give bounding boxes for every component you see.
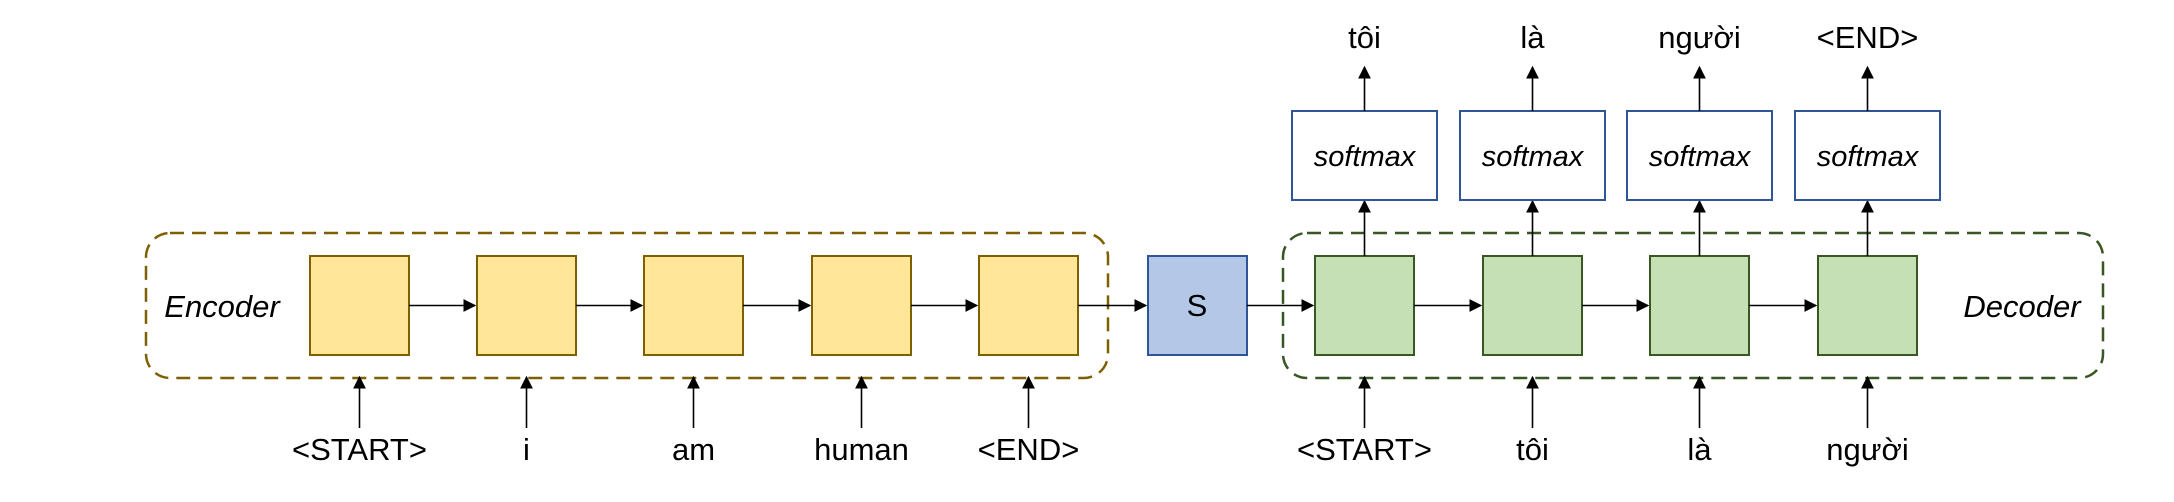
softmax-box [1291, 110, 1438, 201]
encoder-input-token: human [814, 432, 909, 467]
softmax-label: softmax [1817, 141, 1920, 173]
state: S [1147, 255, 1248, 356]
decoder-output-token: là [1520, 20, 1545, 55]
encoder-cell [643, 255, 744, 356]
decoder-label: Decoder [1963, 289, 2082, 324]
encoder-input-token: <START> [292, 432, 427, 467]
state-cell [1147, 255, 1248, 356]
decoder-input-token: người [1826, 432, 1908, 467]
decoder-input-token: là [1687, 432, 1712, 467]
encoder-cell [811, 255, 912, 356]
softmax-box [1794, 110, 1941, 201]
state-label: S [1187, 288, 1208, 323]
softmax-label: softmax [1649, 141, 1752, 173]
encoder-input-token: i [523, 432, 530, 467]
decoder-cell [1314, 255, 1415, 356]
encoder-input-token: am [672, 432, 715, 467]
softmax-label: softmax [1482, 141, 1585, 173]
softmax-box [1459, 110, 1606, 201]
decoder-cell [1649, 255, 1750, 356]
encoder-cell [309, 255, 410, 356]
softmax-label: softmax [1314, 141, 1417, 173]
encoder-cell [978, 255, 1079, 356]
encoder-input-token: <END> [978, 432, 1080, 467]
decoder-cell [1482, 255, 1583, 356]
softmax-box [1626, 110, 1773, 201]
decoder-output-token: người [1658, 20, 1740, 55]
decoder-cell [1817, 255, 1918, 356]
encoder-cell [476, 255, 577, 356]
decoder-input-token: tôi [1516, 432, 1549, 467]
encoder: <START> i am human <END> [292, 255, 1148, 467]
decoder: <START> tôi là người softmax tôi softmax là soft… [1247, 20, 1941, 467]
decoder-output-token: <END> [1817, 20, 1919, 55]
decoder-group-border [1281, 231, 2105, 380]
decoder-input-token: <START> [1297, 432, 1432, 467]
decoder-output-token: tôi [1348, 20, 1381, 55]
encoder-label: Encoder [164, 289, 281, 324]
